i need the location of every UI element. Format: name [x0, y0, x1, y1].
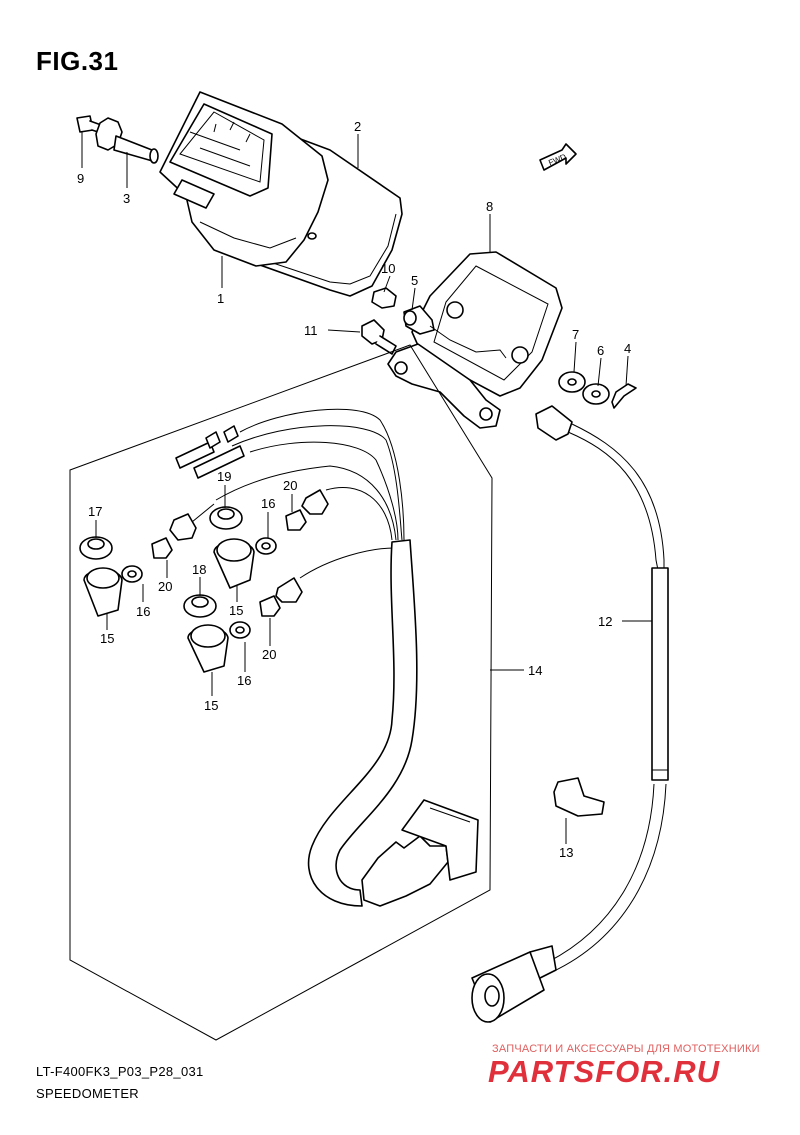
- callout-5: 5: [411, 273, 418, 288]
- cable-clamp-part-13: [553, 777, 605, 817]
- callout-7: 7: [572, 327, 579, 342]
- gear-part-3: [95, 117, 159, 164]
- harness-terminal-connectors: [175, 425, 245, 479]
- callout-16c: 16: [237, 673, 251, 688]
- callout-17: 17: [88, 504, 102, 519]
- callout-3: 3: [123, 191, 130, 206]
- callout-labels: 1 2 3 4 5 6 7 8 9 10 11 12 13 14 15 15 1…: [77, 119, 631, 860]
- meter-bracket-part-8: [387, 251, 563, 429]
- socket-part-5: [403, 305, 507, 359]
- callout-15a: 15: [100, 631, 114, 646]
- rubber-ring-part-16b: [255, 537, 277, 555]
- speedometer-cable-part-12: [471, 405, 669, 1023]
- bulb-part-20b: [285, 509, 307, 531]
- fwd-direction-badge: FWD: [539, 143, 577, 171]
- callout-20c: 20: [262, 647, 276, 662]
- grommet-part-7: [558, 371, 586, 393]
- bulb-socket-lower: [275, 577, 303, 603]
- speedometer-housing-part-1: [159, 91, 329, 267]
- callout-6: 6: [597, 343, 604, 358]
- bolt-part-11: [361, 319, 397, 355]
- cap-part-19: [209, 506, 243, 530]
- bulb-socket-part-19: [169, 503, 215, 541]
- watermark-caption: ЗАПЧАСТИ И АКСЕССУАРЫ ДЛЯ МОТОТЕХНИКИ: [492, 1043, 760, 1055]
- callout-4: 4: [624, 341, 631, 356]
- figure-title: FIG.31: [36, 46, 119, 76]
- callout-16b: 16: [261, 496, 275, 511]
- washer-part-6: [582, 383, 610, 405]
- clip-part-4: [611, 383, 637, 409]
- lens-holder-part-15b: [213, 538, 255, 589]
- bulb-part-20a: [151, 537, 173, 559]
- svg-text:PARTSFOR.RU: PARTSFOR.RU: [488, 1054, 721, 1089]
- cap-part-17: [79, 536, 113, 560]
- cap-part-18: [183, 594, 217, 618]
- leader-lines: [81, 132, 652, 844]
- rubber-ring-part-16a: [121, 565, 143, 583]
- callout-2: 2: [354, 119, 361, 134]
- callout-1: 1: [217, 291, 224, 306]
- model-code: LT-F400FK3_P03_P28_031: [36, 1064, 204, 1079]
- callout-20a: 20: [158, 579, 172, 594]
- callout-8: 8: [486, 199, 493, 214]
- bulb-socket-upper-right: [301, 489, 329, 515]
- callout-11: 11: [304, 323, 318, 338]
- lens-holder-part-15a: [83, 567, 123, 617]
- callout-9: 9: [77, 171, 84, 186]
- harness-group-outline: [69, 344, 493, 1041]
- callout-16a: 16: [136, 604, 150, 619]
- callout-14: 14: [528, 663, 542, 678]
- callout-12: 12: [598, 614, 612, 629]
- wiring-harness-part-14: [215, 408, 479, 907]
- section-name: SPEEDOMETER: [36, 1086, 139, 1101]
- callout-15b: 15: [229, 603, 243, 618]
- callout-10: 10: [381, 261, 395, 276]
- callout-13: 13: [559, 845, 573, 860]
- callout-19: 19: [217, 469, 231, 484]
- rubber-ring-part-16c: [229, 621, 251, 639]
- callout-20b: 20: [283, 478, 297, 493]
- watermark-logo: PARTSFOR.RU: [488, 1054, 721, 1089]
- callout-15c: 15: [204, 698, 218, 713]
- callout-18: 18: [192, 562, 206, 577]
- lens-holder-part-15c: [187, 624, 229, 673]
- bulb-part-20c: [259, 595, 281, 617]
